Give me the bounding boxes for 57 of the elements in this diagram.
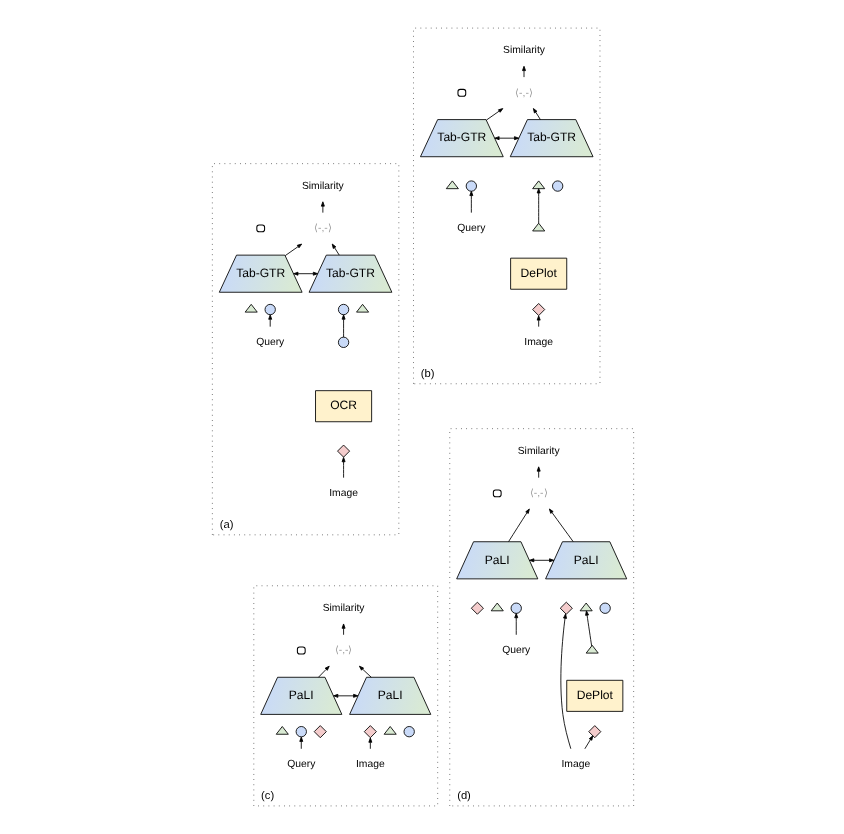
node-lock bbox=[491, 489, 501, 498]
arrow bbox=[357, 665, 371, 678]
arrow bbox=[332, 693, 358, 698]
arrow bbox=[292, 271, 318, 276]
arrow bbox=[559, 613, 571, 750]
node-triangle bbox=[382, 726, 396, 735]
node-circle bbox=[294, 726, 306, 738]
node-circle bbox=[551, 180, 563, 192]
arrow bbox=[583, 735, 593, 750]
node-circle bbox=[402, 726, 414, 738]
node-triangle bbox=[531, 222, 545, 232]
arrow bbox=[340, 314, 345, 338]
arrow bbox=[319, 201, 324, 214]
arrow bbox=[507, 508, 529, 543]
arrow bbox=[340, 457, 345, 479]
arrow bbox=[547, 508, 573, 543]
arrow bbox=[513, 613, 518, 636]
node-lock bbox=[295, 646, 305, 655]
node-diamond bbox=[531, 303, 545, 316]
arrow bbox=[535, 466, 540, 479]
node-circle bbox=[464, 180, 476, 192]
arrow bbox=[535, 188, 540, 224]
node-triangle bbox=[531, 180, 545, 190]
node-circle bbox=[336, 303, 349, 316]
node-triangle bbox=[584, 644, 598, 654]
node-diamond bbox=[336, 444, 350, 458]
arrow bbox=[468, 190, 473, 214]
arrow bbox=[267, 314, 272, 328]
node-diamond bbox=[558, 601, 572, 615]
node-triangle bbox=[243, 303, 257, 313]
arrow bbox=[367, 737, 372, 750]
node-triangle bbox=[578, 602, 592, 612]
arrow bbox=[340, 623, 345, 636]
node-circle bbox=[336, 336, 349, 348]
arrow bbox=[298, 736, 303, 750]
node-diamond bbox=[469, 601, 483, 615]
node-lock bbox=[456, 88, 466, 97]
node-circle bbox=[598, 602, 610, 614]
arrow bbox=[330, 243, 339, 256]
node-triangle bbox=[355, 303, 369, 313]
arrow bbox=[283, 243, 302, 257]
arrow bbox=[493, 136, 519, 141]
arrow bbox=[521, 65, 525, 78]
node-diamond bbox=[312, 725, 326, 739]
node-circle bbox=[509, 602, 521, 614]
arrow bbox=[528, 558, 554, 563]
node-triangle bbox=[489, 602, 503, 612]
node-lock bbox=[255, 224, 265, 233]
node-triangle bbox=[274, 726, 288, 735]
arrow bbox=[317, 665, 329, 678]
arrow bbox=[584, 610, 592, 647]
node-circle bbox=[263, 303, 275, 316]
arrow bbox=[485, 108, 503, 121]
node-triangle bbox=[444, 180, 458, 190]
node-diamond bbox=[362, 725, 376, 739]
arrow bbox=[535, 315, 540, 328]
arrow bbox=[531, 108, 540, 120]
